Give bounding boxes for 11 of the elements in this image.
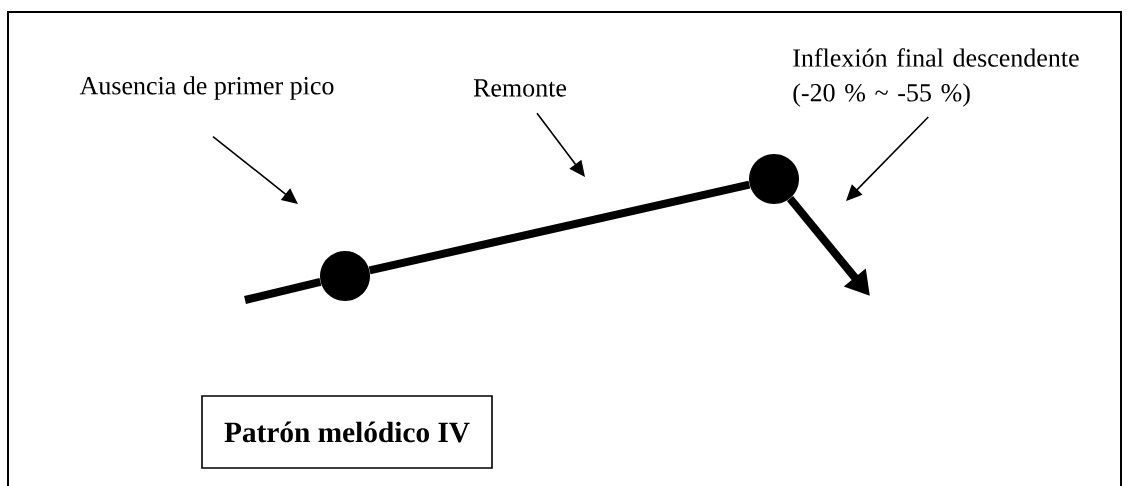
annotation-label: Remonte: [473, 79, 567, 97]
annotation-label: Ausencia de primer pico: [79, 76, 334, 100]
pattern-title-box: Patrón melódico IV: [201, 395, 493, 469]
contour-line: [244, 278, 322, 304]
leader-line: [846, 116, 930, 201]
annotation-label: Inflexión final descendente (-20 % ~ -55 %): [793, 48, 1079, 107]
leader-line: [536, 112, 585, 177]
contour-dot: [320, 251, 370, 301]
contour-line: [368, 180, 751, 275]
contour-dot: [749, 154, 799, 204]
leader-line: [212, 135, 298, 204]
